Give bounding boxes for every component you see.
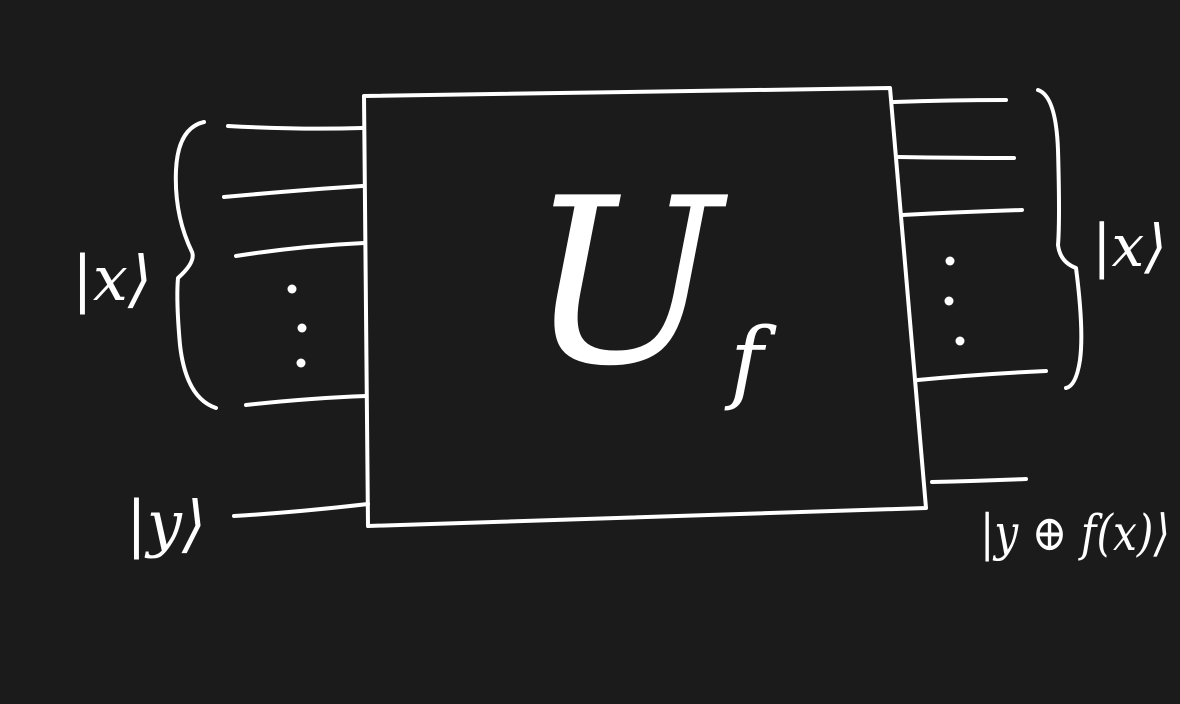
output-dot-3 xyxy=(955,336,965,346)
output-ellipsis xyxy=(944,256,965,346)
output-dot-2 xyxy=(944,296,954,306)
input-wires xyxy=(222,124,368,407)
input-wire-2 xyxy=(222,184,364,199)
input-dot-2 xyxy=(297,323,307,333)
input-wire-n xyxy=(244,394,368,407)
input-dot-3 xyxy=(296,358,306,368)
input-ellipsis xyxy=(287,284,307,368)
output-register-label: |x⟩ xyxy=(1092,212,1167,280)
gate-subscript: f xyxy=(724,309,777,414)
input-ancilla-label: |y⟩ xyxy=(126,487,206,560)
output-dot-1 xyxy=(945,256,955,266)
input-ancilla-wire xyxy=(232,502,370,518)
output-brace xyxy=(1036,88,1084,390)
gate-label: U xyxy=(528,150,729,417)
input-wire-3 xyxy=(234,241,366,258)
output-wire-3 xyxy=(900,208,1024,217)
output-wires xyxy=(892,98,1048,382)
output-wire-1 xyxy=(892,98,1008,104)
input-brace xyxy=(173,120,218,410)
input-register-label: |x⟩ xyxy=(72,242,152,315)
output-ancilla-wire xyxy=(930,477,1028,484)
gate-box xyxy=(362,86,928,528)
input-dot-1 xyxy=(287,284,297,294)
input-wire-1 xyxy=(226,124,364,131)
output-wire-2 xyxy=(896,155,1016,160)
output-ancilla-label: |y ⊕ f(x)⟩ xyxy=(980,504,1170,562)
output-wire-n xyxy=(916,369,1048,382)
